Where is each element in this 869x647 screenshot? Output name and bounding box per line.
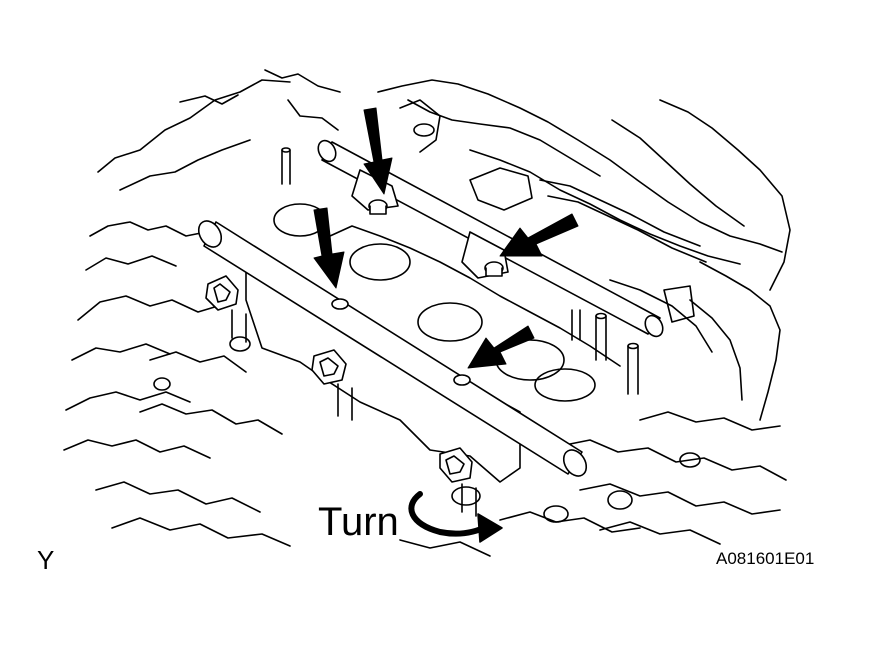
rail-bolts — [368, 199, 504, 277]
front-fuel-rail — [197, 220, 588, 483]
view-label: Y — [37, 545, 55, 575]
rotate-arrow-icon — [408, 491, 503, 543]
turn-label: Turn — [318, 500, 399, 544]
down-arrow-icon — [313, 107, 579, 369]
injector-connectors — [205, 275, 477, 517]
figure-code: A081601E01 — [716, 549, 815, 568]
engine-block-outline — [63, 69, 791, 557]
